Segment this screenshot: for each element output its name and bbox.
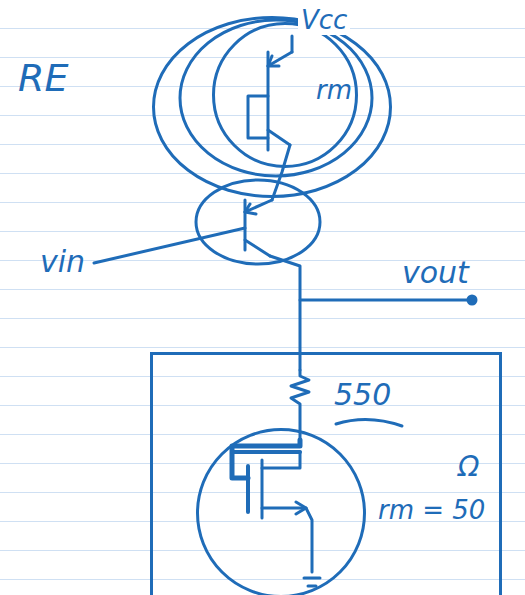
output-label: vout — [402, 256, 469, 289]
enclosing-ellipse — [180, 20, 372, 176]
part-label: RE — [18, 58, 68, 100]
circle-outline — [196, 428, 366, 595]
output-wire — [300, 299, 468, 302]
input-transistor — [94, 200, 300, 370]
part-label: rm = 50 — [378, 496, 485, 525]
underline-stroke — [336, 419, 402, 426]
part-label: Ω — [458, 452, 479, 483]
box-outline — [150, 352, 502, 595]
signal-label: rm — [316, 76, 352, 105]
top-transistor — [248, 36, 292, 200]
component-value: 550 — [334, 378, 391, 411]
output-terminal — [468, 296, 476, 304]
transistor-circle: Vccrm — [212, 22, 358, 168]
load-transistor — [232, 440, 320, 586]
input-label: vin — [40, 245, 85, 278]
signal-label: Vcc — [298, 6, 350, 35]
transistor-circle: rm = 50Ω — [196, 428, 366, 595]
load-box: 550rm = 50Ω — [150, 352, 502, 595]
emitter-region: REVccrm — [152, 16, 392, 198]
